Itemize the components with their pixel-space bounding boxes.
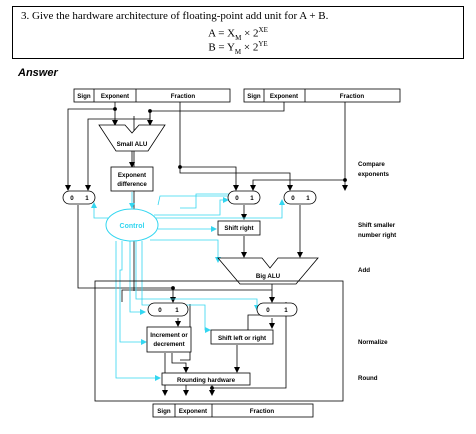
label-compare-1: Compare: [358, 161, 385, 168]
svg-text:0: 0: [235, 195, 239, 202]
input-register-b: Sign Exponent Fraction: [243, 88, 401, 103]
label-shift-2: number right: [358, 232, 396, 239]
small-alu: Small ALU: [98, 124, 166, 152]
equation-b: B = YM × 2YE: [208, 40, 268, 56]
svg-text:1: 1: [85, 195, 89, 202]
input-b-exponent: Exponent: [270, 93, 298, 100]
mux-alu-input: 0 1: [283, 190, 317, 205]
input-register-a: Sign Exponent Fraction: [73, 88, 231, 103]
increment-decrement-box: Increment or decrement: [146, 326, 192, 353]
svg-text:1: 1: [250, 195, 254, 202]
output-exponent: Exponent: [179, 408, 207, 415]
question-box: 3. Give the hardware architecture of flo…: [12, 6, 464, 59]
svg-text:decrement: decrement: [153, 341, 184, 348]
rounding-hardware-box: Rounding hardware: [161, 372, 251, 386]
answer-heading: Answer: [18, 67, 58, 79]
svg-text:Control: Control: [120, 223, 145, 230]
svg-text:0: 0: [158, 307, 162, 314]
label-shift-1: Shift smaller: [358, 222, 396, 229]
input-a-fraction: Fraction: [171, 93, 196, 100]
step-labels: Compare exponents Shift smaller number r…: [358, 161, 396, 382]
mux-normalize-exponent: 0 1: [147, 302, 189, 317]
svg-text:Rounding hardware: Rounding hardware: [177, 377, 236, 384]
svg-text:Shift left or right: Shift left or right: [218, 335, 266, 342]
input-b-fraction: Fraction: [340, 93, 365, 100]
label-normalize: Normalize: [358, 339, 388, 346]
question-text: 3. Give the hardware architecture of flo…: [21, 10, 329, 22]
exponent-difference-box: Exponent difference: [110, 166, 154, 192]
svg-text:Small ALU: Small ALU: [117, 141, 148, 148]
control-unit: Control: [105, 208, 159, 242]
datapath-wires: [65, 102, 348, 396]
svg-text:0: 0: [291, 195, 295, 202]
svg-text:1: 1: [306, 195, 310, 202]
svg-text:difference: difference: [117, 181, 147, 188]
label-compare-2: exponents: [358, 171, 390, 178]
output-register: Sign Exponent Fraction: [152, 403, 314, 418]
svg-text:Exponent: Exponent: [118, 172, 146, 179]
mux-exponent: 0 1: [62, 190, 96, 205]
output-sign: Sign: [157, 408, 171, 415]
svg-text:Shift right: Shift right: [224, 225, 253, 232]
shift-right-box: Shift right: [217, 220, 261, 236]
shift-left-right-box: Shift left or right: [210, 329, 274, 345]
control-wires: [91, 192, 285, 381]
label-round: Round: [358, 375, 378, 382]
equation-a: A = XM × 2XE: [208, 26, 268, 42]
svg-text:1: 1: [175, 307, 179, 314]
svg-text:Increment or: Increment or: [150, 332, 188, 339]
mux-shift-input: 0 1: [227, 190, 261, 205]
output-fraction: Fraction: [250, 408, 275, 415]
svg-text:Big ALU: Big ALU: [256, 273, 281, 280]
svg-text:0: 0: [266, 307, 270, 314]
mux-normalize-fraction: 0 1: [256, 302, 298, 317]
normalize-round-frame: [94, 280, 344, 402]
input-b-sign: Sign: [247, 93, 261, 100]
svg-text:1: 1: [284, 307, 288, 314]
label-add: Add: [358, 267, 370, 274]
input-a-sign: Sign: [77, 93, 91, 100]
svg-text:0: 0: [70, 195, 74, 202]
big-alu: Big ALU: [217, 257, 319, 285]
input-a-exponent: Exponent: [101, 93, 129, 100]
